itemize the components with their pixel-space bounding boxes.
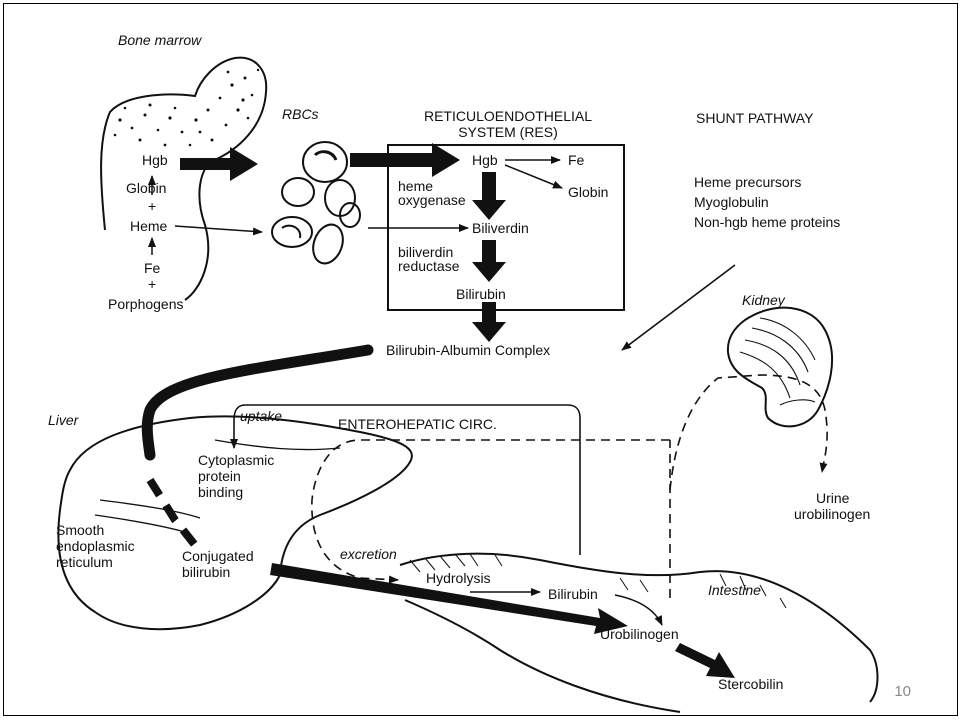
rbcs-label: RBCs	[282, 106, 319, 122]
bone-marrow-label: Bone marrow	[118, 32, 201, 48]
cytoplasmic-line1: Cytoplasmic	[198, 452, 274, 468]
conjugated-bilirubin-line1: Conjugated	[182, 548, 254, 564]
fe-marrow-label: Fe	[144, 260, 160, 276]
hgb-marrow-label: Hgb	[142, 152, 168, 168]
myoglobulin-label: Myoglobulin	[694, 194, 769, 210]
cytoplasmic-line2: protein	[198, 468, 241, 484]
plus-1-label: +	[148, 198, 156, 214]
uptake-label: uptake	[240, 408, 282, 424]
porphogens-label: Porphogens	[108, 296, 184, 312]
stercobilin-label: Stercobilin	[718, 676, 783, 692]
urine-line1: Urine	[816, 490, 849, 506]
heme-label: Heme	[130, 218, 167, 234]
thick-curve-to-liver	[147, 350, 368, 455]
heme-oxygenase-line2: oxygenase	[398, 192, 466, 208]
cytoplasmic-line3: binding	[198, 484, 243, 500]
thick-arrow-hgb-to-rbcs	[180, 147, 258, 181]
non-hgb-heme-proteins-label: Non-hgb heme proteins	[694, 214, 840, 230]
biliverdin-reductase-line2: reductase	[398, 258, 459, 274]
liver-label: Liver	[48, 412, 78, 428]
excretion-label: excretion	[340, 546, 397, 562]
heme-precursors-label: Heme precursors	[694, 174, 801, 190]
kidney-label: Kidney	[742, 292, 785, 308]
shunt-pathway-title: SHUNT PATHWAY	[696, 110, 813, 126]
smooth-er-line3: reticulum	[56, 554, 113, 570]
bilirubin-albumin-complex-label: Bilirubin-Albumin Complex	[386, 342, 550, 358]
rbc-cells	[272, 142, 360, 268]
marrow-speckles	[114, 69, 259, 147]
res-hgb-label: Hgb	[472, 152, 498, 168]
smooth-er-line2: endoplasmic	[56, 538, 135, 554]
urobilinogen-label: Urobilinogen	[600, 626, 679, 642]
biliverdin-label: Biliverdin	[472, 220, 529, 236]
conjugated-bilirubin-line2: bilirubin	[182, 564, 230, 580]
urine-line2: urobilinogen	[794, 506, 870, 522]
kidney-drawing	[728, 308, 832, 427]
bilirubin-res-label: Bilirubin	[456, 286, 506, 302]
page-number: 10	[894, 683, 911, 700]
thick-arrow-rbc-to-res	[350, 143, 460, 177]
hydrolysis-label: Hydrolysis	[426, 570, 491, 586]
intestine-label: Intestine	[708, 582, 761, 598]
bone-marrow-drawing	[101, 58, 266, 300]
res-globin-label: Globin	[568, 184, 608, 200]
plus-2-label: +	[148, 276, 156, 292]
res-fe-label: Fe	[568, 152, 584, 168]
bilirubin-intestine-label: Bilirubin	[548, 586, 598, 602]
liver-drawing	[58, 416, 412, 629]
smooth-er-line1: Smooth	[56, 522, 104, 538]
globin-label: Globin	[126, 180, 166, 196]
res-title-line1: RETICULOENDOTHELIAL	[392, 108, 624, 124]
enterohepatic-circ-label: ENTEROHEPATIC CIRC.	[338, 416, 497, 432]
res-title-line2: SYSTEM (RES)	[392, 124, 624, 140]
